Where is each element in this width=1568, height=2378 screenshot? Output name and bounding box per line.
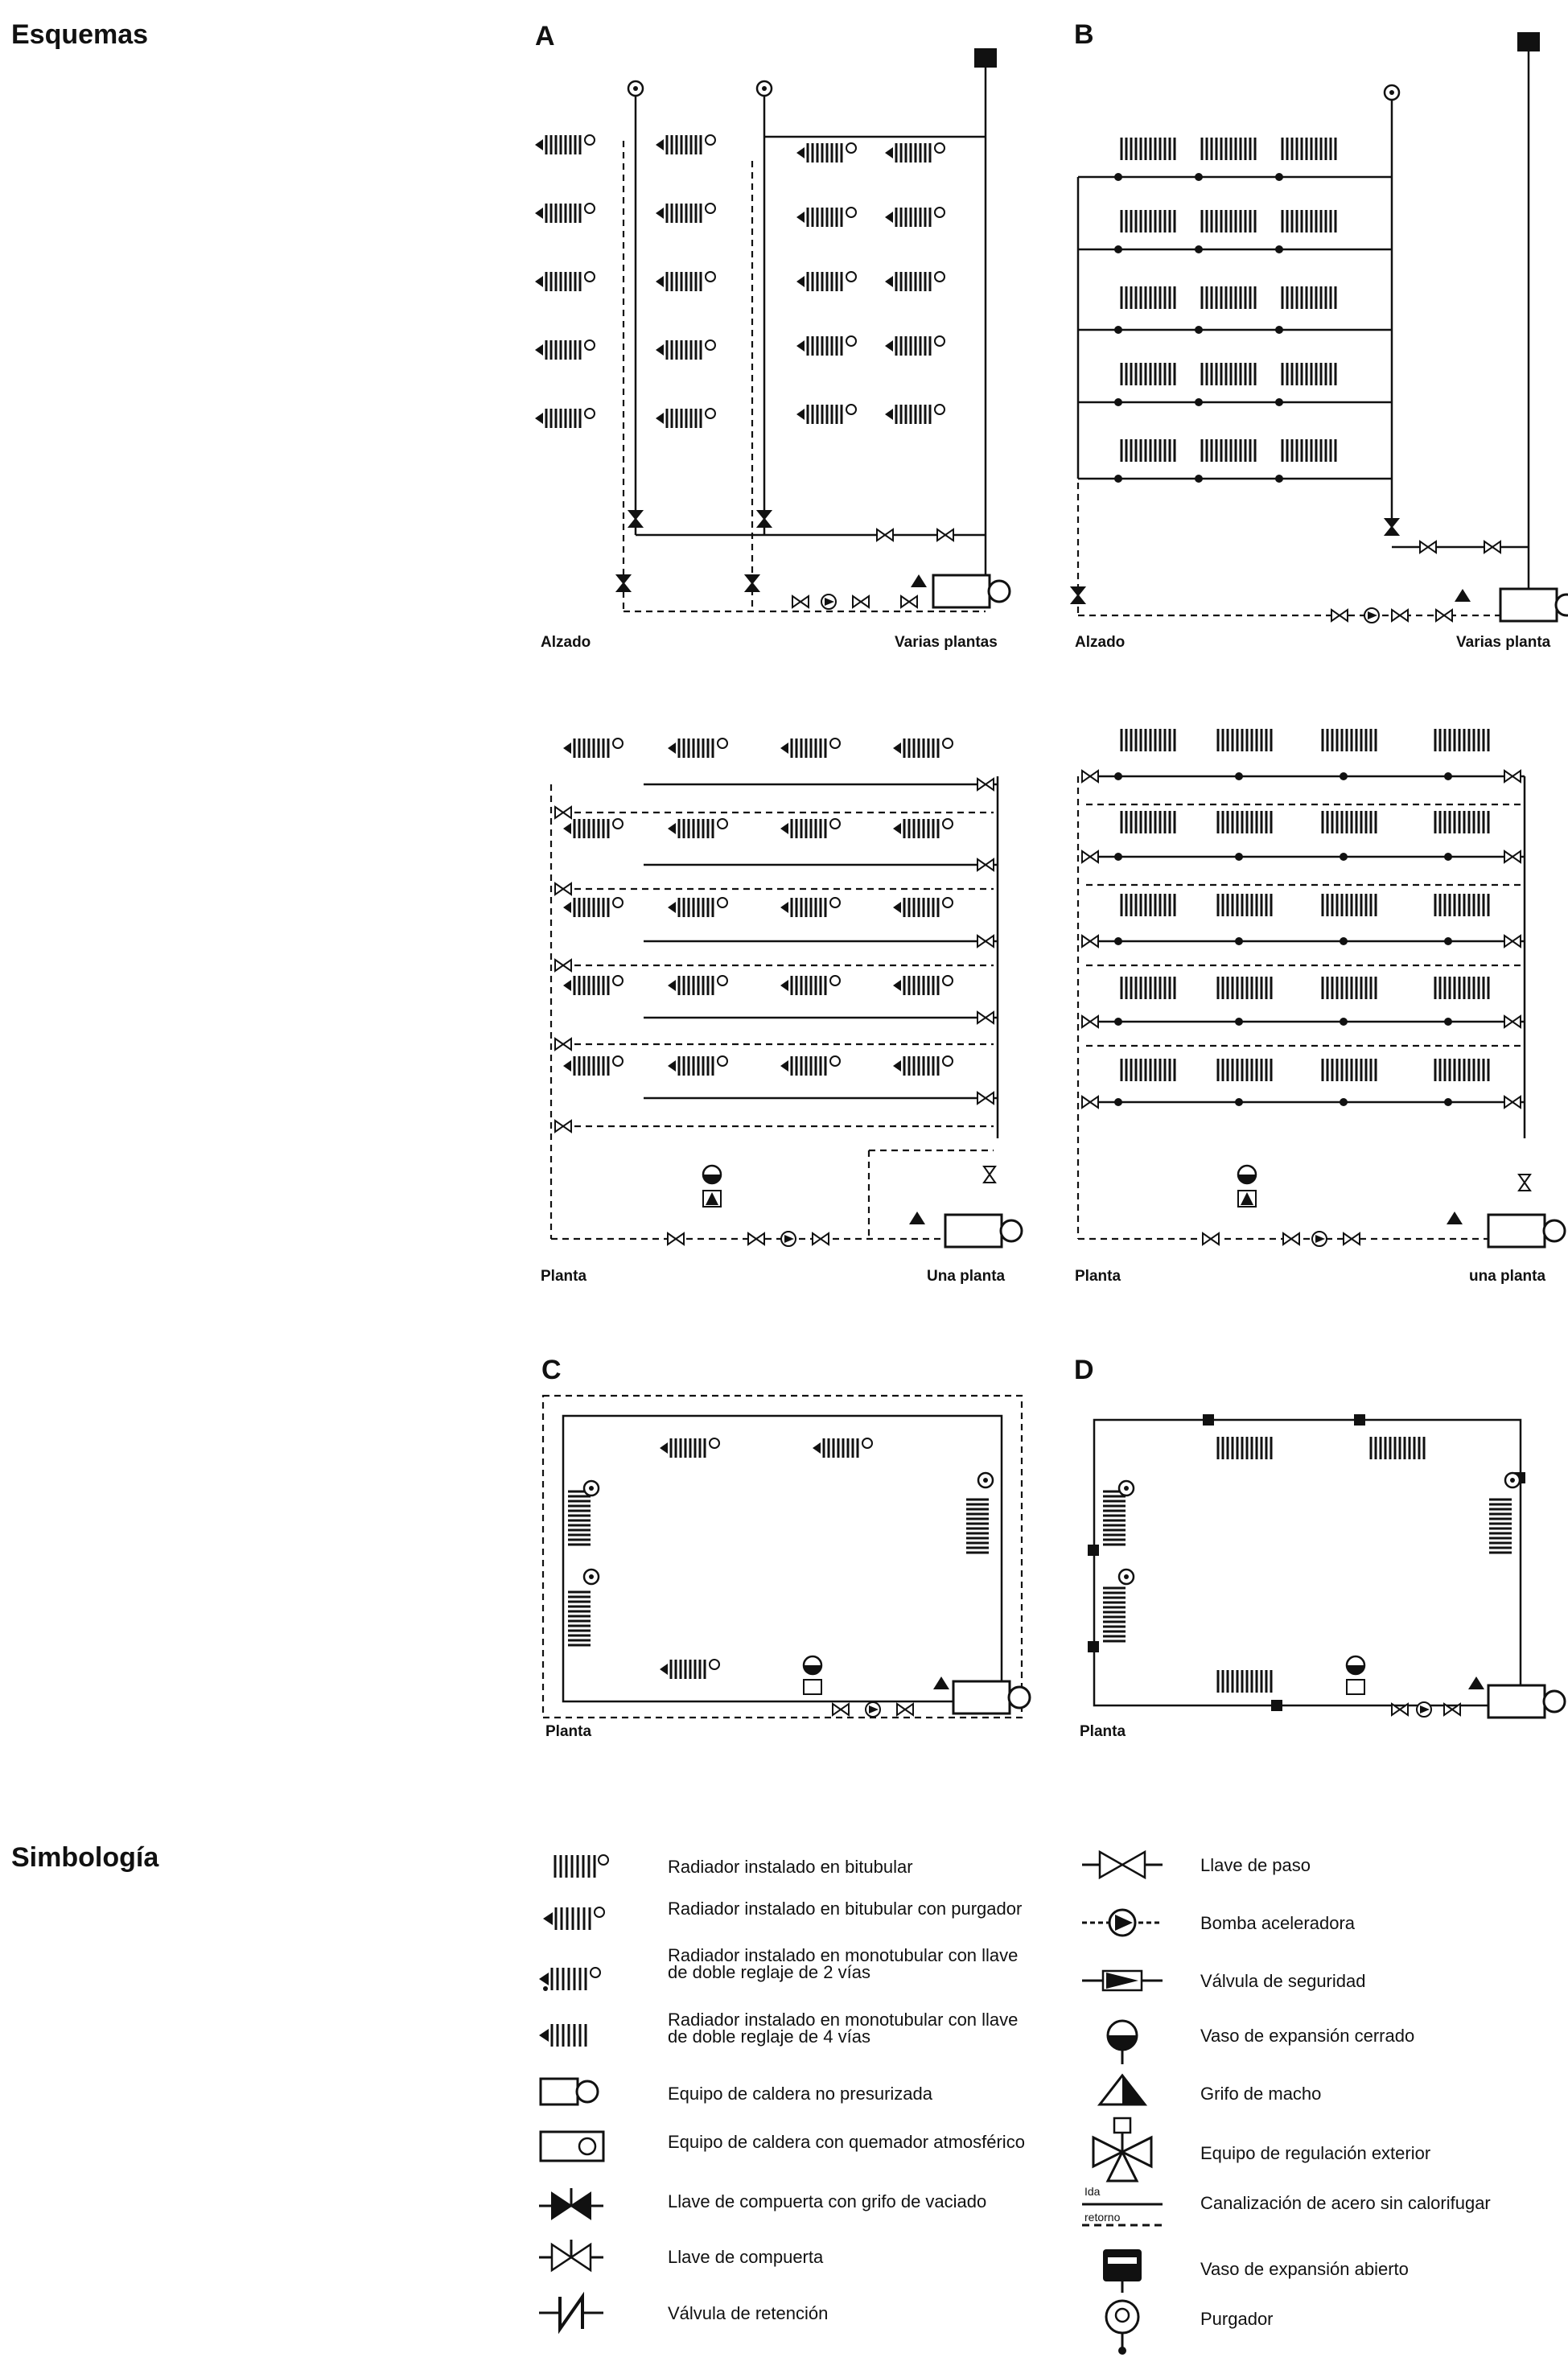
caption-a-floors: Varias plantas bbox=[895, 634, 998, 651]
purger-icon bbox=[1105, 2299, 1140, 2355]
radiator-monotubular-2way-icon bbox=[539, 1967, 601, 1991]
panel-letter-a: A bbox=[535, 21, 555, 51]
legend-label: Equipo de regulación exterior bbox=[1200, 2143, 1431, 2163]
check-valve-icon bbox=[539, 2291, 603, 2335]
legend-label: Vaso de expansión abierto bbox=[1200, 2259, 1409, 2279]
legend-label: Válvula de retención bbox=[668, 2303, 829, 2323]
closed-expansion-vessel-icon bbox=[1106, 2019, 1138, 2064]
open-expansion-vessel-icon bbox=[1103, 2249, 1142, 2293]
legend-label: Radiador instalado en monotubular con ll… bbox=[668, 1945, 1019, 1982]
stop-valve-icon bbox=[1082, 1849, 1163, 1880]
legend-label: Radiador instalado en bitubular bbox=[668, 1857, 913, 1877]
caption-pa-one-floor: Una planta bbox=[927, 1268, 1006, 1285]
legend-label: Bomba aceleradora bbox=[1200, 1913, 1356, 1933]
gate-valve-icon bbox=[539, 2240, 603, 2273]
outdoor-regulation-icon bbox=[1092, 2117, 1153, 2183]
caption-b-floors: Varias planta bbox=[1456, 634, 1551, 651]
pipe-return-label: retorno bbox=[1084, 2211, 1121, 2224]
legend-label: Válvula de seguridad bbox=[1200, 1971, 1366, 1991]
legend-label: Vaso de expansión cerrado bbox=[1200, 2026, 1415, 2046]
booster-pump-icon bbox=[1082, 1908, 1163, 1937]
legend-label: Llave de paso bbox=[1200, 1855, 1311, 1875]
gate-valve-drain-icon bbox=[539, 2188, 603, 2220]
pipe-flow-label: Ida bbox=[1084, 2185, 1101, 2198]
caption-b-elevation: Alzado bbox=[1075, 634, 1126, 651]
caption-c-plan: Planta bbox=[545, 1723, 592, 1740]
schemes-heading: Esquemas bbox=[11, 19, 149, 50]
legend-label: Llave de compuerta con grifo de vaciado bbox=[668, 2191, 987, 2211]
radiator-bitubular-icon bbox=[554, 1854, 609, 1878]
radiator-bitubular-purger-icon bbox=[543, 1907, 605, 1930]
radiator-monotubular-4way-icon bbox=[539, 2024, 587, 2047]
boiler-unpressurized-icon bbox=[539, 2077, 599, 2106]
caption-pa-plan: Planta bbox=[541, 1268, 587, 1285]
caption-d-plan: Planta bbox=[1080, 1723, 1126, 1740]
legend-label: Grifo de macho bbox=[1200, 2084, 1322, 2104]
panel-letter-b: B bbox=[1074, 19, 1094, 50]
legend-label: Radiador instalado en bitubular con purg… bbox=[668, 1899, 1023, 1919]
legend-label: Radiador instalado en monotubular con ll… bbox=[668, 2010, 1019, 2047]
legend-label: Purgador bbox=[1200, 2309, 1274, 2329]
legend-label: Canalización de acero sin calorifugar bbox=[1200, 2193, 1491, 2213]
caption-pb-one-floor: una planta bbox=[1469, 1268, 1546, 1285]
safety-valve-icon bbox=[1082, 1969, 1163, 1992]
caption-a-elevation: Alzado bbox=[541, 634, 591, 651]
caption-pb-plan: Planta bbox=[1075, 1268, 1121, 1285]
panel-letter-c: C bbox=[541, 1355, 562, 1385]
steel-pipe-icon bbox=[1082, 2203, 1163, 2227]
legend-label: Equipo de caldera no presurizada bbox=[668, 2084, 933, 2104]
symbology-heading: Simbología bbox=[11, 1842, 159, 1873]
panel-letter-d: D bbox=[1074, 1355, 1094, 1385]
legend-label: Equipo de caldera con quemador atmosféri… bbox=[668, 2132, 1025, 2152]
plug-cock-icon bbox=[1097, 2073, 1148, 2106]
legend-label: Llave de compuerta bbox=[668, 2247, 824, 2267]
boiler-atmospheric-burner-icon bbox=[539, 2130, 605, 2162]
